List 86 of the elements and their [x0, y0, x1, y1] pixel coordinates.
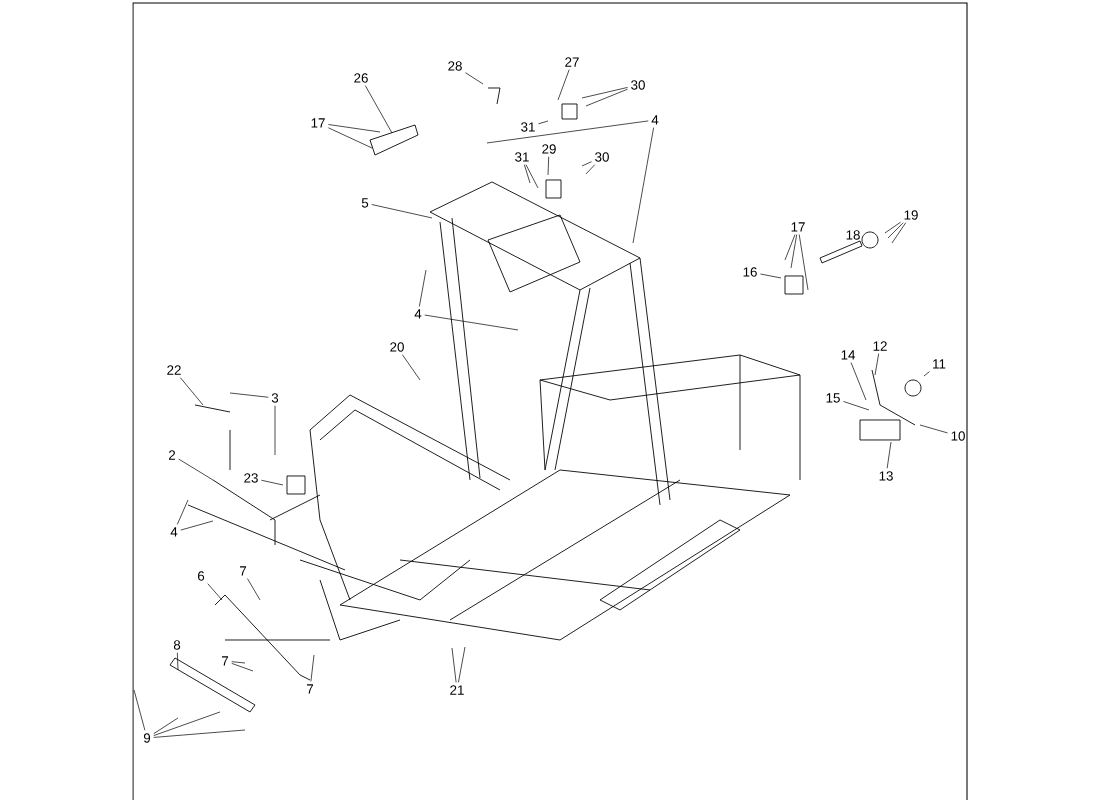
leader-line [365, 85, 393, 134]
callout-number: 9 [143, 733, 151, 743]
callout-number: 4 [651, 115, 659, 125]
leader-line [176, 652, 179, 671]
leader-line [557, 69, 570, 101]
callout-number: 27 [565, 57, 579, 67]
leader-line [581, 87, 628, 99]
callout-number: 31 [521, 122, 535, 132]
callout-number: 20 [390, 342, 404, 352]
callout-number: 15 [826, 393, 840, 403]
leader-line [328, 124, 381, 133]
leader-line [419, 269, 427, 307]
callout-number: 23 [244, 473, 258, 483]
callout-number: 30 [595, 152, 609, 162]
callout-number: 31 [515, 152, 529, 162]
leader-line [790, 234, 798, 269]
callout-number: 2 [168, 450, 176, 460]
leader-line [886, 441, 892, 469]
leader-line [231, 663, 254, 672]
callout-number: 12 [873, 341, 887, 351]
leader-line [486, 120, 649, 144]
callout-number: 17 [311, 118, 325, 128]
leader-line [153, 711, 221, 736]
callout-number: 4 [414, 309, 422, 319]
leader-line [923, 371, 930, 377]
callout-number: 5 [361, 198, 369, 208]
callout-number: 28 [448, 61, 462, 71]
leader-line [585, 88, 628, 107]
leader-line [874, 353, 880, 376]
leader-line [207, 583, 223, 601]
leader-line [850, 362, 867, 401]
leader-line [784, 234, 796, 261]
leader-line [632, 127, 654, 244]
leader-line [153, 717, 179, 734]
callout-number: 8 [173, 640, 181, 650]
callout-number: 7 [307, 684, 314, 694]
callout-number: 16 [743, 267, 757, 277]
leader-line [371, 204, 433, 219]
leader-line [524, 164, 531, 184]
callout-number: 4 [170, 527, 178, 537]
leader-line [465, 72, 484, 85]
callout-number: 7 [222, 656, 229, 666]
leader-line [887, 222, 904, 239]
callout-number: 26 [354, 73, 368, 83]
leader-line [538, 120, 549, 125]
callout-number: 30 [631, 80, 645, 90]
leader-line [458, 646, 466, 683]
callout-number: 7 [240, 566, 247, 576]
leader-line [328, 127, 373, 149]
leader-line [274, 405, 276, 456]
leader-line [451, 647, 457, 683]
leader-line [402, 354, 421, 381]
callout-number: 10 [951, 431, 965, 441]
leader-line [180, 520, 214, 531]
leader-line [424, 314, 519, 331]
leader-line [261, 479, 284, 486]
leader-line [133, 689, 146, 731]
callout-number: 11 [933, 359, 946, 369]
leader-line [891, 222, 907, 244]
leader-line [547, 156, 550, 176]
leader-line [843, 401, 870, 411]
leader-line [760, 273, 782, 279]
leader-line [585, 164, 596, 175]
callout-number: 19 [904, 210, 918, 220]
leader-line [231, 661, 246, 664]
leader-line [247, 578, 261, 601]
leader-line [177, 499, 189, 525]
leader-line [919, 424, 948, 434]
leader-line [798, 234, 809, 291]
callout-number: 22 [167, 365, 181, 375]
callout-number: 17 [791, 222, 805, 232]
callout-number: 6 [198, 571, 205, 581]
callout-number: 29 [542, 144, 556, 154]
leader-line [581, 161, 592, 167]
callout-number: 3 [271, 393, 279, 403]
leader-line [525, 164, 539, 189]
leader-line [180, 377, 204, 406]
leader-line [178, 458, 214, 481]
callout-number: 14 [841, 350, 856, 360]
callout-number: 18 [846, 230, 860, 240]
callout-number: 13 [879, 471, 893, 481]
leader-line [153, 729, 246, 738]
leader-line [310, 654, 315, 682]
leader-line [229, 392, 269, 398]
leader-line [884, 221, 901, 234]
callout-number: 21 [450, 685, 464, 695]
